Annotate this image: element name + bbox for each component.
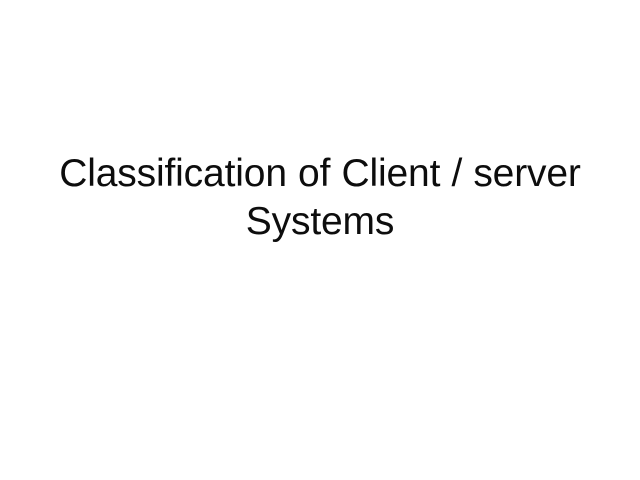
title-placeholder[interactable]: Classification of Client / server System… (48, 150, 592, 246)
slide-title: Classification of Client / server System… (59, 152, 592, 243)
